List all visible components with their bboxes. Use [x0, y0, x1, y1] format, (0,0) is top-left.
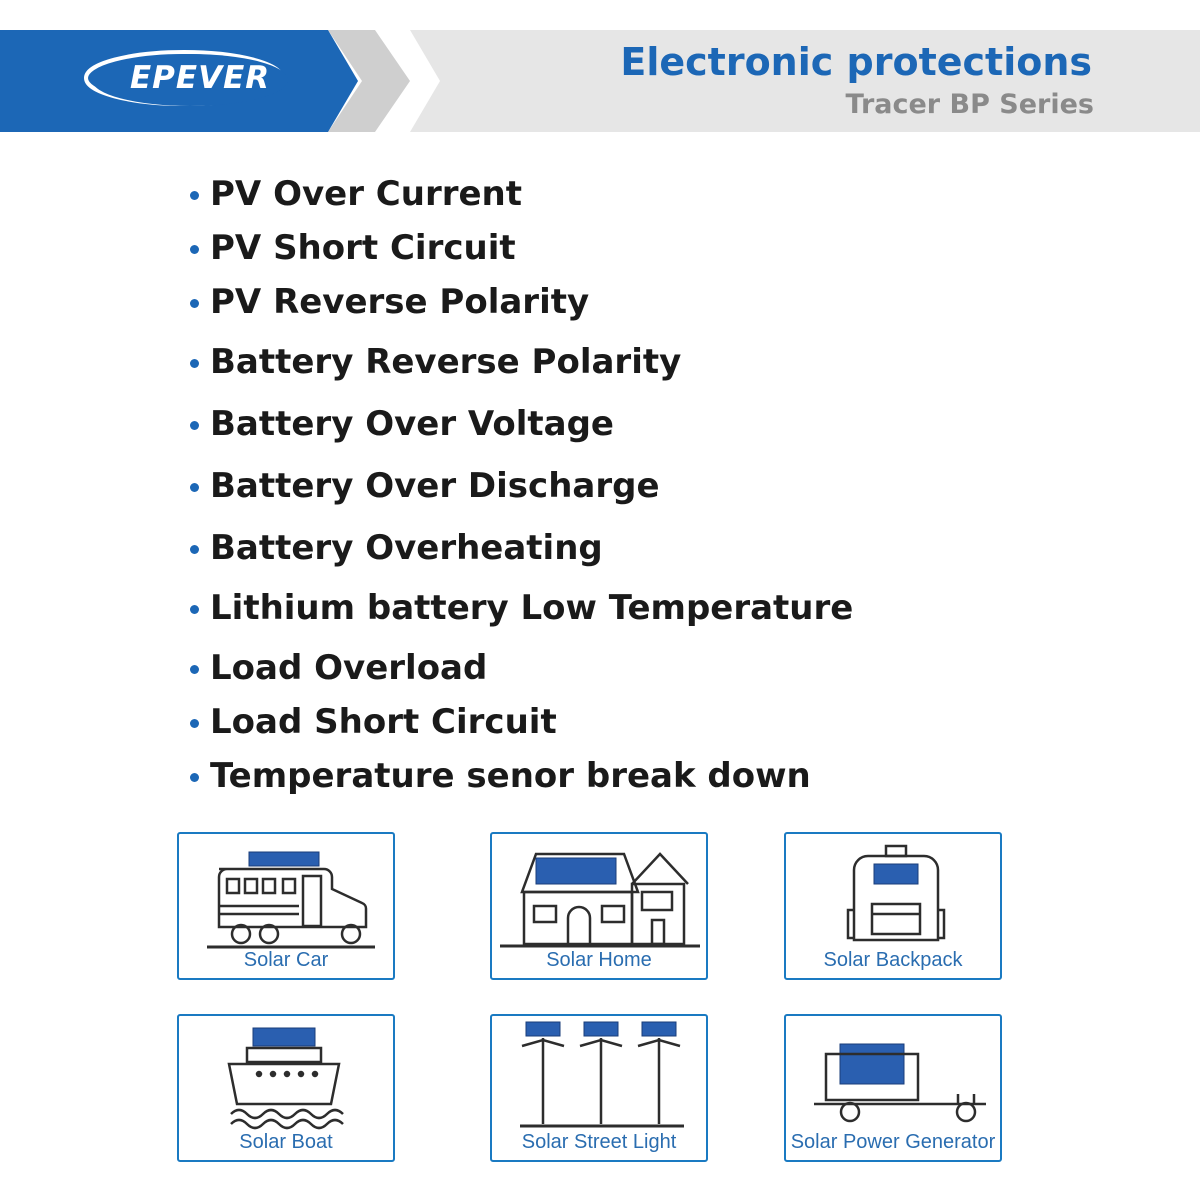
- bullet-icon: [190, 773, 199, 782]
- list-item-label: PV Short Circuit: [210, 228, 516, 268]
- application-card: Solar Car: [177, 832, 395, 980]
- list-item-label: Lithium battery Low Temperature: [210, 588, 854, 628]
- list-item-label: Battery Over Discharge: [210, 466, 660, 506]
- list-item-label: Battery Overheating: [210, 528, 603, 568]
- solar-generator-icon: [814, 1043, 986, 1123]
- list-item-label: Temperature senor break down: [210, 756, 811, 796]
- application-card: Solar Home: [490, 832, 708, 980]
- solar-home-icon: [500, 852, 700, 948]
- banner-shape: [0, 30, 1200, 132]
- bullet-icon: [190, 191, 199, 200]
- list-item-label: Load Short Circuit: [210, 702, 557, 742]
- list-item: PV Reverse Polarity: [190, 282, 589, 322]
- page-subtitle: Tracer BP Series: [845, 89, 1095, 120]
- card-label: Solar Street Light: [521, 1131, 677, 1153]
- card-label: Solar Car: [243, 949, 329, 971]
- solar-car-icon: [207, 851, 375, 949]
- list-item: Lithium battery Low Temperature: [190, 588, 853, 628]
- bullet-icon: [190, 359, 199, 368]
- list-item: Temperature senor break down: [190, 756, 811, 796]
- list-item: PV Over Current: [190, 174, 522, 214]
- bullet-icon: [190, 483, 199, 492]
- solar-boat-icon: [227, 1027, 344, 1130]
- card-label: Solar Backpack: [823, 949, 963, 971]
- card-label: Solar Power Generator: [790, 1131, 996, 1153]
- epever-logo: EPEVER: [130, 60, 271, 96]
- solar-backpack-icon: [846, 844, 946, 942]
- application-card: Solar Street Light: [490, 1014, 708, 1162]
- bullet-icon: [190, 605, 199, 614]
- card-label: Solar Boat: [239, 1131, 333, 1153]
- solar-street-light-icon: [520, 1021, 684, 1128]
- card-label: Solar Home: [546, 949, 652, 971]
- list-item: Battery Over Discharge: [190, 466, 660, 506]
- header-banner: [0, 30, 1200, 132]
- list-item-label: Battery Reverse Polarity: [210, 342, 682, 382]
- application-card: Solar Power Generator: [784, 1014, 1002, 1162]
- bullet-icon: [190, 299, 199, 308]
- list-item: Battery Reverse Polarity: [190, 342, 681, 382]
- bullet-icon: [190, 665, 199, 674]
- list-item-label: Load Overload: [210, 648, 488, 688]
- application-card: Solar Backpack: [784, 832, 1002, 980]
- bullet-icon: [190, 245, 199, 254]
- application-card: Solar Boat: [177, 1014, 395, 1162]
- list-item: Load Short Circuit: [190, 702, 557, 742]
- bullet-icon: [190, 421, 199, 430]
- bullet-icon: [190, 545, 199, 554]
- list-item: PV Short Circuit: [190, 228, 516, 268]
- list-item: Battery Over Voltage: [190, 404, 614, 444]
- list-item: Battery Overheating: [190, 528, 603, 568]
- list-item: Load Overload: [190, 648, 487, 688]
- list-item-label: PV Reverse Polarity: [210, 282, 590, 322]
- list-item-label: PV Over Current: [210, 174, 523, 214]
- list-item-label: Battery Over Voltage: [210, 404, 614, 444]
- bullet-icon: [190, 719, 199, 728]
- page-title: Electronic protections: [620, 40, 1092, 84]
